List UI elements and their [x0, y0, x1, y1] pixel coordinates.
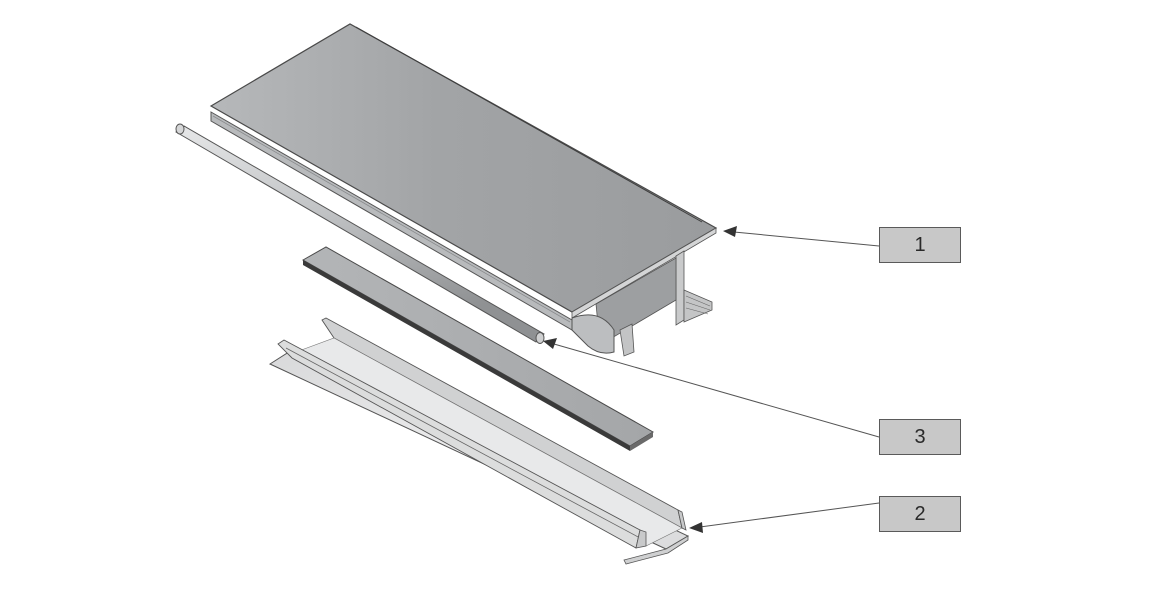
callout-label-3: 3 — [879, 419, 961, 455]
rod-part — [175, 123, 545, 344]
leader-line-3 — [543, 338, 880, 438]
flat-strip-part — [301, 246, 654, 451]
leader-line-2 — [689, 502, 880, 533]
callout-label-1: 1 — [879, 227, 961, 263]
profile-part — [209, 23, 718, 357]
callout-number: 3 — [914, 425, 926, 448]
callout-number: 2 — [914, 502, 926, 525]
callout-number: 1 — [914, 233, 926, 256]
leader-line-1 — [723, 226, 880, 247]
callout-label-2: 2 — [879, 496, 961, 532]
channel-part — [268, 317, 690, 565]
